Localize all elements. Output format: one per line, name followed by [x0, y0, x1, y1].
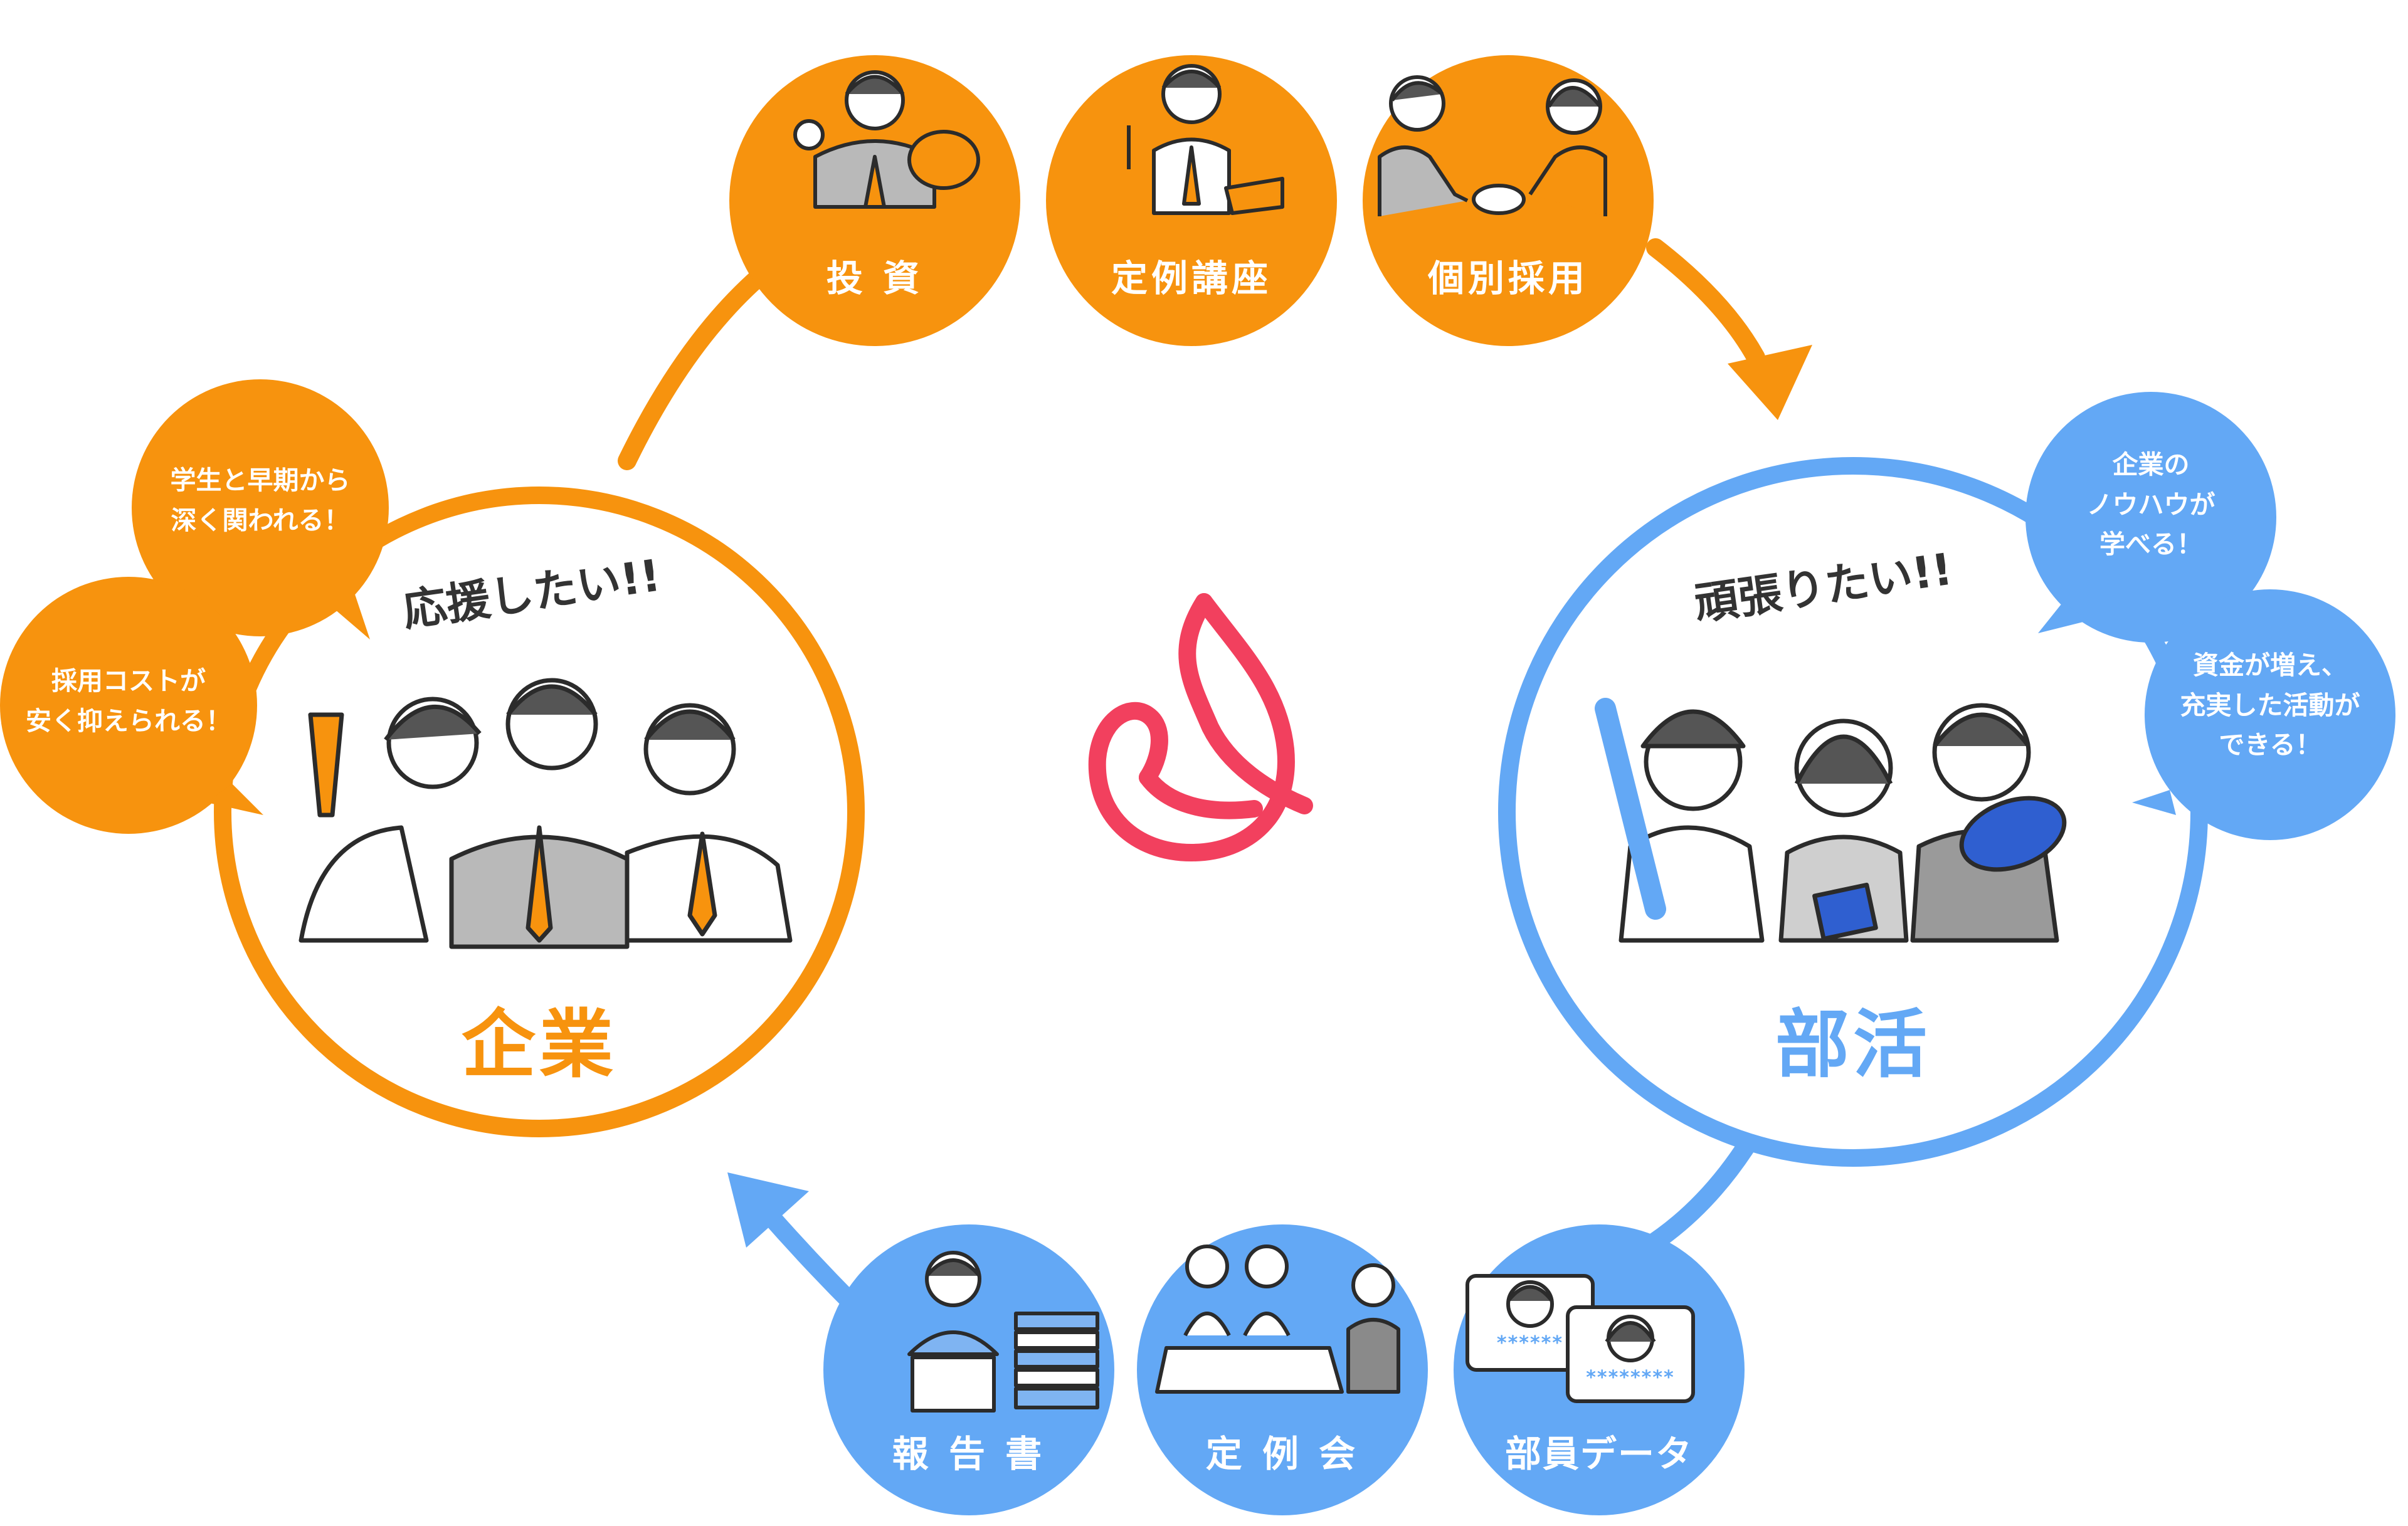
lecture-illustration	[1127, 64, 1284, 215]
company-bubble-1-text: 学生と早期から 深く関われる！	[170, 465, 351, 535]
company-bubble-2	[0, 577, 263, 834]
member-data-illustration	[1465, 1274, 1695, 1403]
club-bubble-1	[2025, 392, 2276, 643]
club-bubble-2-text: 資金が増え、 充実した活動が できる！	[2180, 650, 2360, 760]
arrow-down-right-icon	[1728, 345, 1812, 420]
club-title: 部活	[1775, 1001, 1931, 1088]
company-people-illustration	[298, 678, 793, 949]
node-hiring-label: 個別採用	[1427, 257, 1588, 300]
meeting-illustration	[1155, 1244, 1400, 1394]
arrow-up-left-icon	[727, 1172, 809, 1248]
company-title: 企業	[461, 1001, 617, 1088]
flame-logo-icon	[1088, 593, 1313, 861]
member-mask-text-2: ********	[1586, 1367, 1675, 1389]
club-bubble-2	[2132, 589, 2395, 840]
investment-illustration	[793, 70, 980, 209]
club-bubble-1-text: 企業の ノウハウが 学べる！	[2086, 450, 2215, 560]
node-investment-label: 投 資	[826, 257, 924, 300]
node-lecture-label: 定例講座	[1111, 257, 1272, 300]
node-report-label: 報 告 書	[892, 1433, 1046, 1475]
node-member-data-label: 部員データ	[1504, 1433, 1693, 1475]
member-mask-text-1: ******	[1496, 1332, 1564, 1354]
company-bubble-2-text: 採用コストが 安く抑えられる！	[26, 666, 231, 736]
node-meeting-label: 定 例 会	[1205, 1433, 1360, 1475]
club-students-illustration	[1595, 698, 2067, 943]
handshake-illustration	[1378, 75, 1607, 216]
company-bubble-1	[132, 379, 389, 639]
company-circle	[214, 487, 865, 1137]
report-illustration	[907, 1251, 1099, 1413]
